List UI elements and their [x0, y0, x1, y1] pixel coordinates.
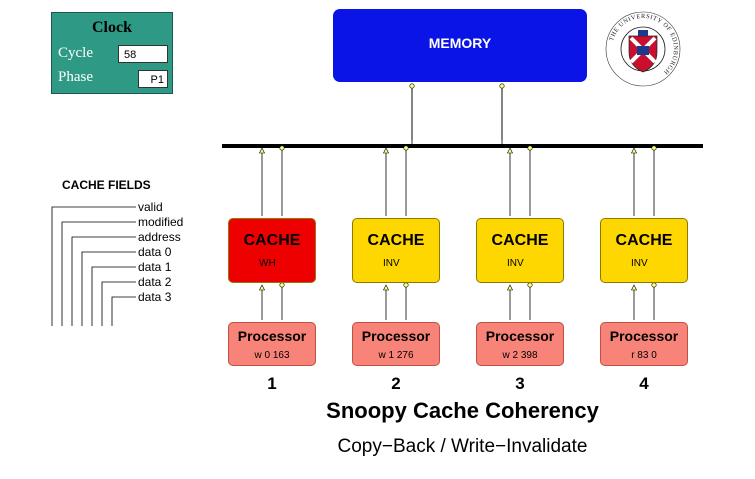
- processor-label: Processor: [361, 328, 431, 344]
- phase-label: Phase: [58, 69, 93, 85]
- cache-field-bracket-line: [111, 296, 136, 326]
- cache-field-bracket-line: [71, 236, 136, 326]
- cache-field-bracket-line: [61, 221, 136, 326]
- arrow-up-icon: [507, 284, 513, 291]
- cache-state: INV: [383, 258, 400, 269]
- university-seal-icon: THE UNIVERSITY OF EDINBURGH: [605, 11, 681, 87]
- cache-block-4: CACHE INV: [600, 218, 688, 283]
- processor-block-1: Processor w 0 163: [228, 322, 316, 366]
- arrow-up-icon: [383, 147, 389, 154]
- cache-field-bracket-line: [81, 251, 136, 326]
- cache-field-item: address: [138, 230, 181, 244]
- processor-label: Processor: [609, 328, 679, 344]
- processor-number: 4: [639, 374, 649, 393]
- cache-state: INV: [631, 258, 648, 269]
- connector-dot: [651, 145, 657, 151]
- connector-dot: [499, 83, 505, 89]
- cache-state: INV: [507, 258, 524, 269]
- arrow-up-icon: [259, 147, 265, 154]
- connector-dot: [527, 145, 533, 151]
- diagram-title: Snoopy Cache Coherency: [326, 398, 599, 423]
- arrow-up-icon: [383, 284, 389, 291]
- clock-title: Clock: [92, 19, 132, 36]
- processor-label: Processor: [485, 328, 555, 344]
- cache-block-1: CACHE WH: [228, 218, 316, 283]
- connector-dot: [279, 282, 285, 288]
- cache-field-item: data 0: [138, 245, 172, 259]
- cache-block-2: CACHE INV: [352, 218, 440, 283]
- cache-field-item: valid: [138, 200, 163, 214]
- arrow-up-icon: [631, 284, 637, 291]
- processor-block-4: Processor r 83 0: [600, 322, 688, 366]
- processor-block-3: Processor w 2 398: [476, 322, 564, 366]
- processor-operation: r 83 0: [631, 350, 657, 361]
- connector-dot: [409, 83, 415, 89]
- connector-dot: [403, 145, 409, 151]
- processor-label: Processor: [237, 328, 307, 344]
- arrow-up-icon: [631, 147, 637, 154]
- processor-operation: w 0 163: [254, 350, 290, 361]
- processor-number: 2: [391, 374, 401, 393]
- clock-panel: Clock Cycle 58 Phase P1: [51, 12, 173, 94]
- diagram-subtitle: Copy−Back / Write−Invalidate: [337, 436, 588, 457]
- arrow-up-icon: [507, 147, 513, 154]
- cache-field-item: modified: [138, 215, 184, 229]
- cache-field-item: data 3: [138, 290, 172, 304]
- processor-number: 3: [515, 374, 525, 393]
- cache-field-item: data 1: [138, 260, 172, 274]
- cache-field-item: data 2: [138, 275, 172, 289]
- phase-field: P1: [138, 70, 168, 88]
- cache-fields-title: CACHE FIELDS: [62, 178, 151, 192]
- processor-operation: w 2 398: [502, 350, 538, 361]
- processor-block-2: Processor w 1 276: [352, 322, 440, 366]
- connector-dot: [279, 145, 285, 151]
- processor-number: 1: [267, 374, 277, 393]
- connector-dot: [527, 282, 533, 288]
- connector-dot: [403, 282, 409, 288]
- cache-label: CACHE: [491, 232, 549, 249]
- cache-field-bracket-line: [91, 266, 136, 326]
- cache-label: CACHE: [615, 232, 673, 249]
- arrow-up-icon: [259, 284, 265, 291]
- cache-label: CACHE: [367, 232, 425, 249]
- connector-dot: [651, 282, 657, 288]
- cache-state: WH: [259, 258, 276, 269]
- cycle-label: Cycle: [58, 45, 93, 61]
- processor-operation: w 1 276: [378, 350, 414, 361]
- cache-field-bracket-line: [51, 206, 136, 326]
- cache-field-bracket-line: [101, 281, 136, 326]
- cache-block-3: CACHE INV: [476, 218, 564, 283]
- cycle-field: 58: [118, 45, 168, 63]
- memory-block: MEMORY: [333, 9, 587, 82]
- cache-label: CACHE: [243, 232, 301, 249]
